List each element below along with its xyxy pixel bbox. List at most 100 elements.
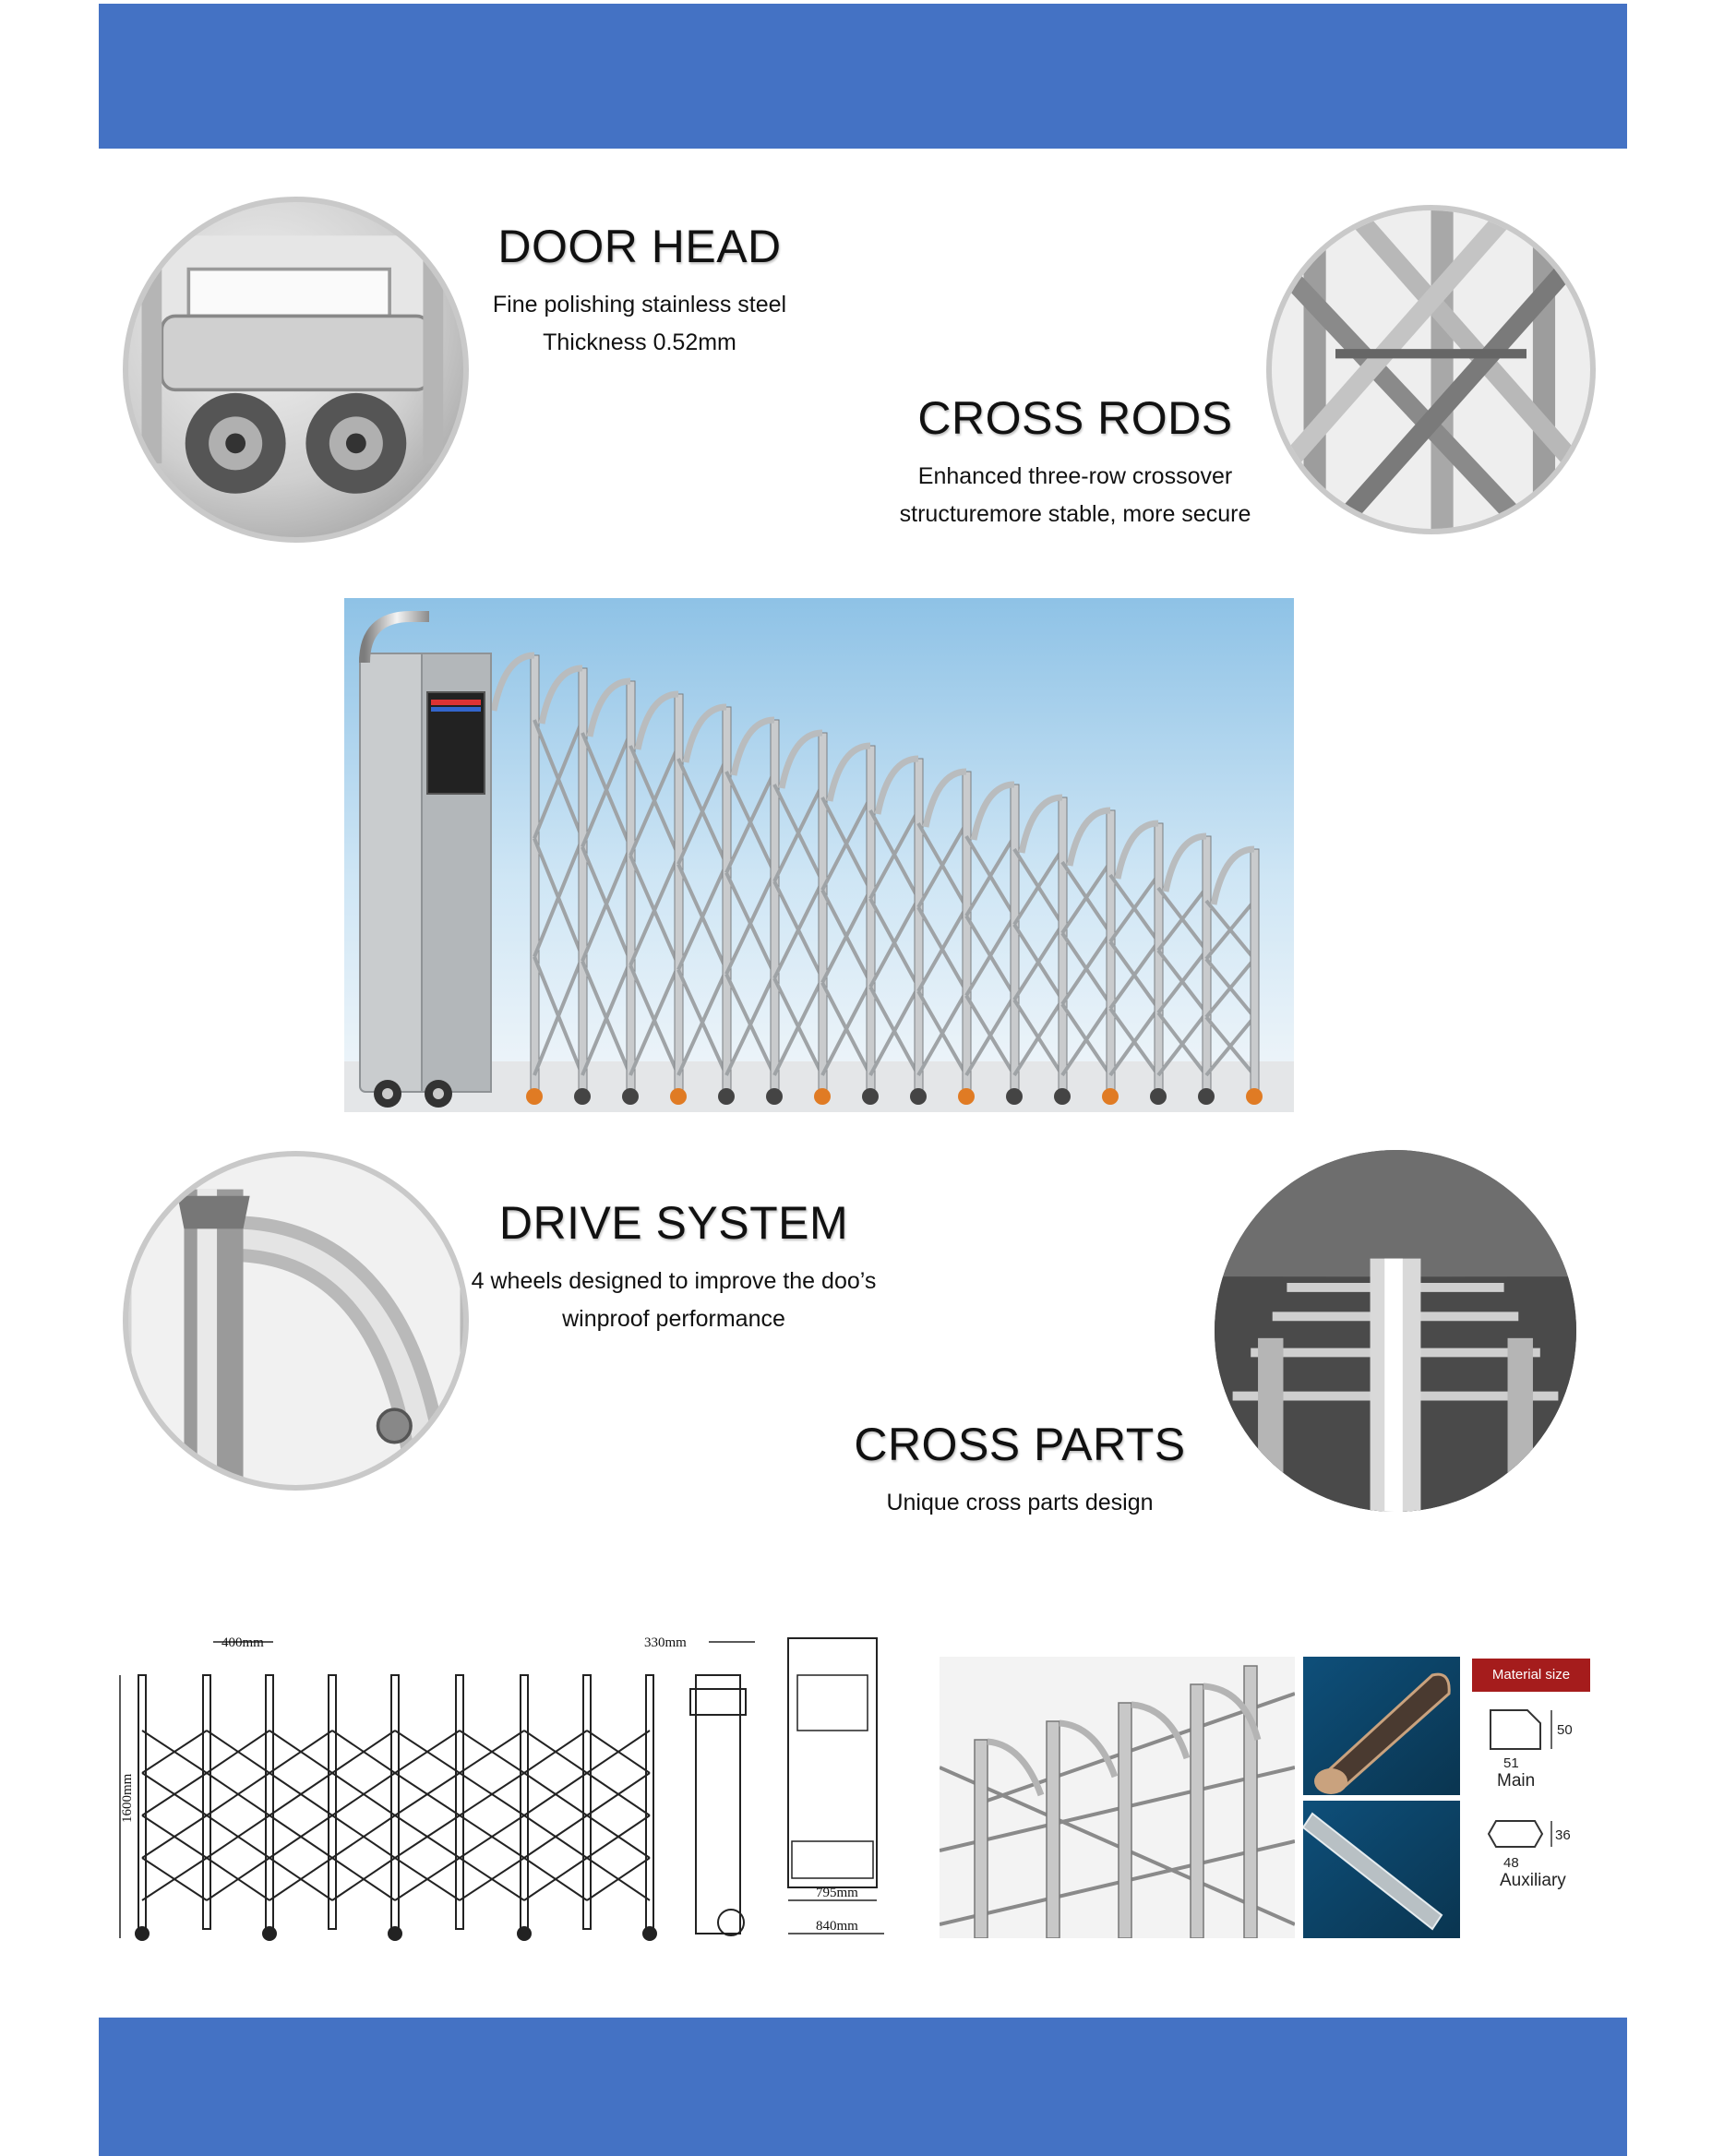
- material-size-panel: Material size 50 51 Main 36 48 Auxiliary: [1472, 1659, 1590, 1940]
- drawing-post: [202, 1674, 211, 1930]
- gate-wheel: [1150, 1088, 1167, 1105]
- gate-cross-rod: [964, 994, 1016, 1077]
- material-size-header: Material size: [1472, 1659, 1590, 1692]
- gate-wheel: [1198, 1088, 1215, 1105]
- gate-arch: [922, 768, 967, 828]
- gate-arch: [1114, 820, 1159, 880]
- gate-arch: [634, 690, 679, 750]
- gate-post: [1106, 809, 1116, 1095]
- drawing-cross-rod: [459, 1730, 525, 1774]
- bottom-banner: [99, 2018, 1627, 2156]
- drawing-cross-rod: [141, 1857, 208, 1901]
- drawing-cross-rod: [269, 1857, 333, 1901]
- drawing-cross-rod: [331, 1857, 396, 1901]
- drawing-cross-rod: [394, 1857, 461, 1901]
- gate-cross-rod: [724, 871, 776, 976]
- cross-rods-feature: CROSS RODS Enhanced three-row crossover …: [872, 391, 1278, 533]
- gate-cross-rod: [676, 863, 728, 971]
- gate-cross-rod: [916, 990, 968, 1076]
- dim-head: 330mm: [644, 1635, 687, 1650]
- main-label: Main: [1497, 1771, 1535, 1791]
- drawing-wheel: [642, 1926, 657, 1941]
- drawing-cross-rod: [269, 1772, 333, 1816]
- drawing-cross-rod: [586, 1815, 651, 1859]
- gate-cross-rod: [1012, 999, 1064, 1077]
- main-profile-shape: [1490, 1709, 1541, 1750]
- gate-arch: [1018, 794, 1063, 854]
- drawing-post: [390, 1674, 400, 1930]
- gate-arch: [490, 652, 535, 712]
- gate-cross-rod: [533, 955, 584, 1076]
- gate-post: [578, 667, 588, 1095]
- gate-cross-rod: [1012, 923, 1064, 1001]
- gate-cross-rod: [1108, 1007, 1160, 1077]
- drawing-cross-rod: [206, 1857, 270, 1901]
- drawing-cross-rod: [459, 1857, 525, 1901]
- drive-system-line-1: 4 wheels designed to improve the doo’s: [471, 1268, 877, 1294]
- drawing-cross-rod: [586, 1857, 651, 1901]
- auxiliary-label: Auxiliary: [1500, 1871, 1566, 1890]
- cross-parts-feature: CROSS PARTS Unique cross parts design: [849, 1418, 1191, 1522]
- drawing-cross-rod: [394, 1815, 461, 1859]
- dim-height: 1600mm: [120, 1773, 135, 1823]
- gate-post: [722, 706, 732, 1095]
- gate-cross-rod: [916, 822, 968, 908]
- drive-system-illustration: [131, 1156, 461, 1485]
- gate-cross-rod: [1060, 931, 1112, 1006]
- gate-wheel: [1246, 1088, 1263, 1105]
- drawing-wheel: [517, 1926, 532, 1941]
- gate-cross-rod: [1204, 1015, 1256, 1077]
- gate-wheel: [574, 1088, 591, 1105]
- cross-parts-title: CROSS PARTS: [854, 1419, 1186, 1470]
- drawing-cross-rod: [141, 1772, 208, 1816]
- gate-arch: [730, 716, 775, 776]
- drawing-post: [328, 1674, 337, 1930]
- gate-cross-rod: [964, 915, 1016, 997]
- gate-arch: [538, 665, 583, 725]
- auxiliary-width: 48: [1503, 1855, 1519, 1871]
- gate-wheel: [910, 1088, 927, 1105]
- drawing-cross-rod: [523, 1857, 588, 1901]
- dim-base-outer: 840mm: [816, 1919, 858, 1934]
- gate-arch: [826, 742, 871, 802]
- gate-wheel: [814, 1088, 831, 1105]
- gate-cross-rod: [581, 960, 632, 1076]
- gate-cross-rod: [868, 809, 920, 900]
- gate-cross-rod: [820, 797, 872, 892]
- drive-system-feature: DRIVE SYSTEM 4 wheels designed to improv…: [461, 1196, 886, 1338]
- gate-cross-rod: [533, 719, 584, 840]
- drawing-post: [455, 1674, 464, 1930]
- drawing-cross-rod: [331, 1730, 396, 1774]
- gate-wheel: [862, 1088, 879, 1105]
- gate-cross-rod: [868, 897, 920, 988]
- drawing-cross-rod: [459, 1772, 525, 1816]
- gate-cross-rod: [1156, 1012, 1208, 1077]
- gate-wheel: [1006, 1088, 1023, 1105]
- cross-rods-line-2: structuremore stable, more secure: [899, 501, 1251, 527]
- cross-rods-line-1: Enhanced three-row crossover: [917, 463, 1233, 489]
- drawing-cross-rod: [523, 1815, 588, 1859]
- gate-illustration: [344, 598, 1294, 1112]
- cross-parts-photo: [1215, 1150, 1576, 1512]
- door-head-line-1: Fine polishing stainless steel: [492, 292, 787, 317]
- gate-cross-rod: [1156, 886, 1208, 952]
- dim-base-inner: 795mm: [816, 1886, 858, 1900]
- gate-post: [914, 758, 924, 1095]
- gate-cross-rod: [581, 845, 632, 963]
- drawing-wheel: [135, 1926, 150, 1941]
- gate-post: [770, 719, 780, 1095]
- gate-cross-rod: [629, 964, 680, 1076]
- gate-wheel: [670, 1088, 687, 1105]
- gate-arch: [1210, 845, 1255, 905]
- gate-wheel: [1102, 1088, 1119, 1105]
- gate-arch: [1162, 832, 1207, 892]
- drawing-cross-rod: [586, 1772, 651, 1816]
- gate-cross-rod: [533, 837, 584, 958]
- gate-cross-rod: [1060, 1002, 1112, 1077]
- drawing-wheel: [388, 1926, 402, 1941]
- drawing-cross-rod: [206, 1772, 270, 1816]
- door-head-photo: [123, 197, 469, 543]
- dim-pitch: 400mm: [221, 1635, 264, 1650]
- gate-cross-rod: [1108, 940, 1160, 1010]
- drawing-cross-rod: [206, 1730, 270, 1774]
